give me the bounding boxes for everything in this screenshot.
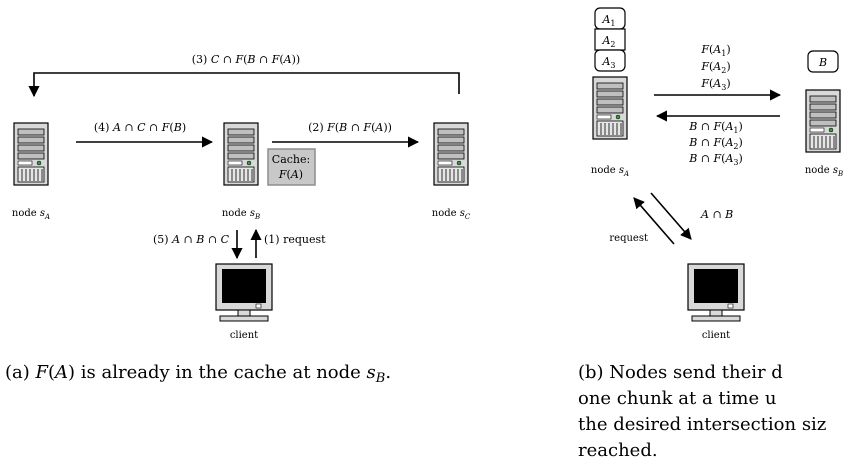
box-b-label: B <box>818 56 827 69</box>
caption-b-line1: (b) Nodes send their d <box>578 362 783 383</box>
panel-a: (3) C ∩ F(B ∩ F(A)) (4) A ∩ C ∩ F(B) (2)… <box>5 53 471 386</box>
caption-b-line4: reached. <box>578 440 658 461</box>
arrow-up-label: (1) request <box>264 233 326 246</box>
answer-label: A ∩ B <box>700 208 733 221</box>
cache-label: Cache: <box>272 153 310 166</box>
node-sb-server <box>223 122 259 186</box>
stack-a2-label: A2 <box>601 34 615 49</box>
node-sa-label: node sA <box>12 208 50 221</box>
forward-1: F(A1) <box>700 43 730 58</box>
caption-b-line3: the desired intersection siz <box>578 414 826 435</box>
box-b <box>807 50 839 73</box>
client-a-monitor <box>215 263 273 322</box>
arrow-sa-to-client-b <box>650 192 692 240</box>
panel-b: A1 A2 A3 F(A1) F(A2) F(A3) B ∩ F(A1) B ∩… <box>578 7 843 461</box>
caption-a: (a) F(A) is already in the cache at node… <box>5 362 391 386</box>
caption-b-line2: one chunk at a time u <box>578 388 776 409</box>
cache-box <box>267 148 316 186</box>
request-label: request <box>609 233 648 244</box>
node-sc-server <box>433 122 469 186</box>
forward-2: F(A2) <box>700 60 730 75</box>
node-sa-b-label: node sA <box>591 165 629 178</box>
arrow-left-label: (4) A ∩ C ∩ F(B) <box>94 121 186 134</box>
node-sa-b-server <box>592 76 628 140</box>
arrow-top-label: (3) C ∩ F(B ∩ F(A)) <box>192 53 300 66</box>
arrow-down-label: (5) A ∩ B ∩ C <box>153 233 230 246</box>
stack-a3-label: A3 <box>601 55 615 70</box>
node-sc-label: node sC <box>432 208 471 221</box>
node-sa-server <box>13 122 49 186</box>
node-sb-b-label: node sB <box>805 165 843 178</box>
node-sb-label: node sB <box>222 208 260 221</box>
arrow-right-label: (2) F(B ∩ F(A)) <box>308 121 392 134</box>
backward-1: B ∩ F(A1) <box>688 120 743 135</box>
stack-a3-box <box>594 49 626 72</box>
client-b-label: client <box>702 330 730 341</box>
node-sb-b-server <box>805 89 841 153</box>
client-b-monitor <box>687 263 745 322</box>
arrow-sc-to-sa <box>28 72 460 98</box>
stack-a1-label: A1 <box>601 13 615 28</box>
backward-2: B ∩ F(A2) <box>688 136 743 151</box>
client-a-label: client <box>230 330 258 341</box>
forward-3: F(A3) <box>700 77 730 92</box>
backward-3: B ∩ F(A3) <box>688 152 743 167</box>
arrow-client-to-sa-b <box>633 197 675 245</box>
cache-value: F(A) <box>278 168 303 181</box>
